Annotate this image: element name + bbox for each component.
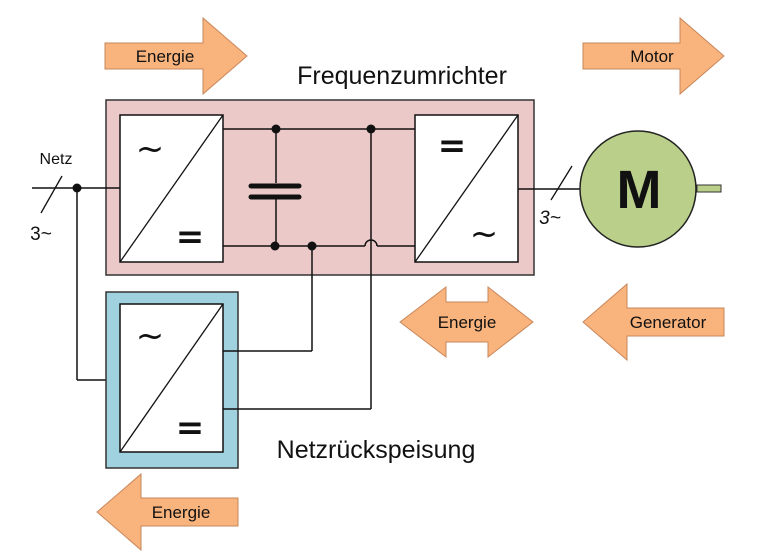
dc-symbol: = [438,126,467,166]
energy-arrow-bidirectional: Energie [399,285,534,359]
energy-arrow-top-left: Energie [104,16,248,96]
energy-arrow-bottom-left: Energie [96,472,239,552]
junction-dot [366,124,376,134]
grid-label: Netz [40,151,73,168]
motor-icon: M [579,130,722,248]
ac-symbol: ~ [136,129,165,169]
energy-arrow-top-left-label: Energie [136,47,195,66]
motor-symbol: M [617,160,662,220]
generator-arrow-label: Generator [630,313,707,332]
ac-symbol: ~ [136,316,165,356]
energy-arrow-bidirectional-label: Energie [438,313,497,332]
feedback-title: Netzrückspeisung [277,436,476,464]
feedback-wiring [223,350,371,410]
motor-phase-label: 3~ [539,208,561,229]
grid-phase-label: 3~ [30,224,52,245]
capacitor-icon [248,183,302,200]
junction-dots [72,124,376,251]
grid-input: Netz 3~ [30,151,120,381]
junction-dot [271,124,281,134]
motor-connection: 3~ [518,165,580,229]
junction-dot [270,241,280,251]
rectifier-block: ~ = [119,114,224,263]
inverter-block: = ~ [414,114,519,263]
motor-arrow-label: Motor [630,47,674,66]
motor-arrow: Motor [582,16,725,96]
dc-symbol: = [176,217,205,257]
generator-arrow: Generator [582,282,725,362]
converter-title: Frequenzumrichter [297,62,507,90]
energy-arrow-bottom-left-label: Energie [152,503,211,522]
dc-symbol: = [176,408,205,448]
junction-dot [307,241,317,251]
ac-symbol: ~ [470,214,499,254]
feedback-rectifier-block: ~ = [119,303,224,453]
dc-bus-wiring [223,128,415,409]
